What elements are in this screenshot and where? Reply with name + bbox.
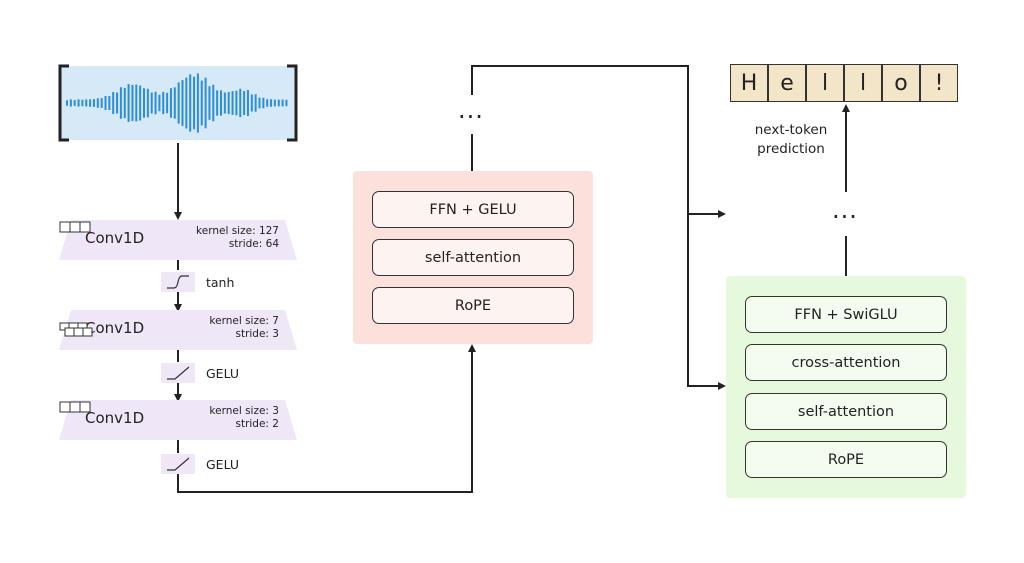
conv1d-label: Conv1D	[85, 229, 145, 247]
activation-label-gelu: GELU	[206, 457, 240, 472]
stride: stride: 3	[235, 327, 279, 340]
waveform-graphic	[58, 64, 298, 142]
decoder-stack-ellipsis: ...	[832, 196, 858, 224]
encoder-stack-ellipsis: ...	[458, 96, 484, 124]
decoder-self-attention-layer: self-attention	[745, 393, 947, 430]
overlapping-kernel-icon	[59, 322, 93, 337]
decoder-cross-attention-layer: cross-attention	[745, 344, 947, 381]
conv-params: kernel size: 3 stride: 2	[209, 405, 279, 430]
stride: stride: 2	[235, 417, 279, 430]
output-token: o	[882, 64, 920, 102]
audio-waveform	[57, 63, 299, 143]
gelu-activation-icon	[161, 363, 195, 383]
gelu-activation-icon	[161, 454, 195, 474]
encoder-block: FFN + GELU self-attention RoPE	[353, 171, 593, 344]
output-token: l	[844, 64, 882, 102]
conv-params: kernel size: 127 stride: 64	[196, 225, 279, 250]
next-token-prediction-caption: next-token prediction	[731, 121, 851, 159]
activation-label-tanh: tanh	[206, 275, 235, 290]
conv1d-label: Conv1D	[85, 409, 145, 427]
output-token: H	[730, 64, 768, 102]
decoder-ffn-layer: FFN + SwiGLU	[745, 296, 947, 333]
kernel-size: kernel size: 7	[209, 315, 279, 327]
conv1d-label: Conv1D	[85, 319, 145, 337]
encoder-rope-layer: RoPE	[372, 287, 574, 324]
decoder-block: FFN + SwiGLU cross-attention self-attent…	[726, 276, 966, 498]
tanh-activation-icon	[161, 272, 195, 292]
kernel-size: kernel size: 127	[196, 225, 279, 237]
kernel-icon	[59, 401, 91, 413]
output-token: e	[768, 64, 806, 102]
kernel-size: kernel size: 3	[209, 405, 279, 417]
conv1d-layer-2: Conv1D kernel size: 7 stride: 3	[59, 310, 297, 350]
kernel-icon	[59, 221, 91, 233]
decoder-rope-layer: RoPE	[745, 441, 947, 478]
conv1d-layer-1: Conv1D kernel size: 127 stride: 64	[59, 220, 297, 260]
activation-label-gelu: GELU	[206, 366, 240, 381]
caption-line: prediction	[757, 141, 825, 157]
stride: stride: 64	[228, 237, 279, 250]
conv-params: kernel size: 7 stride: 3	[209, 315, 279, 340]
encoder-ffn-layer: FFN + GELU	[372, 191, 574, 228]
output-token: l	[806, 64, 844, 102]
conv1d-layer-3: Conv1D kernel size: 3 stride: 2	[59, 400, 297, 440]
caption-line: next-token	[754, 122, 828, 138]
encoder-self-attention-layer: self-attention	[372, 239, 574, 276]
output-token: !	[920, 64, 958, 102]
